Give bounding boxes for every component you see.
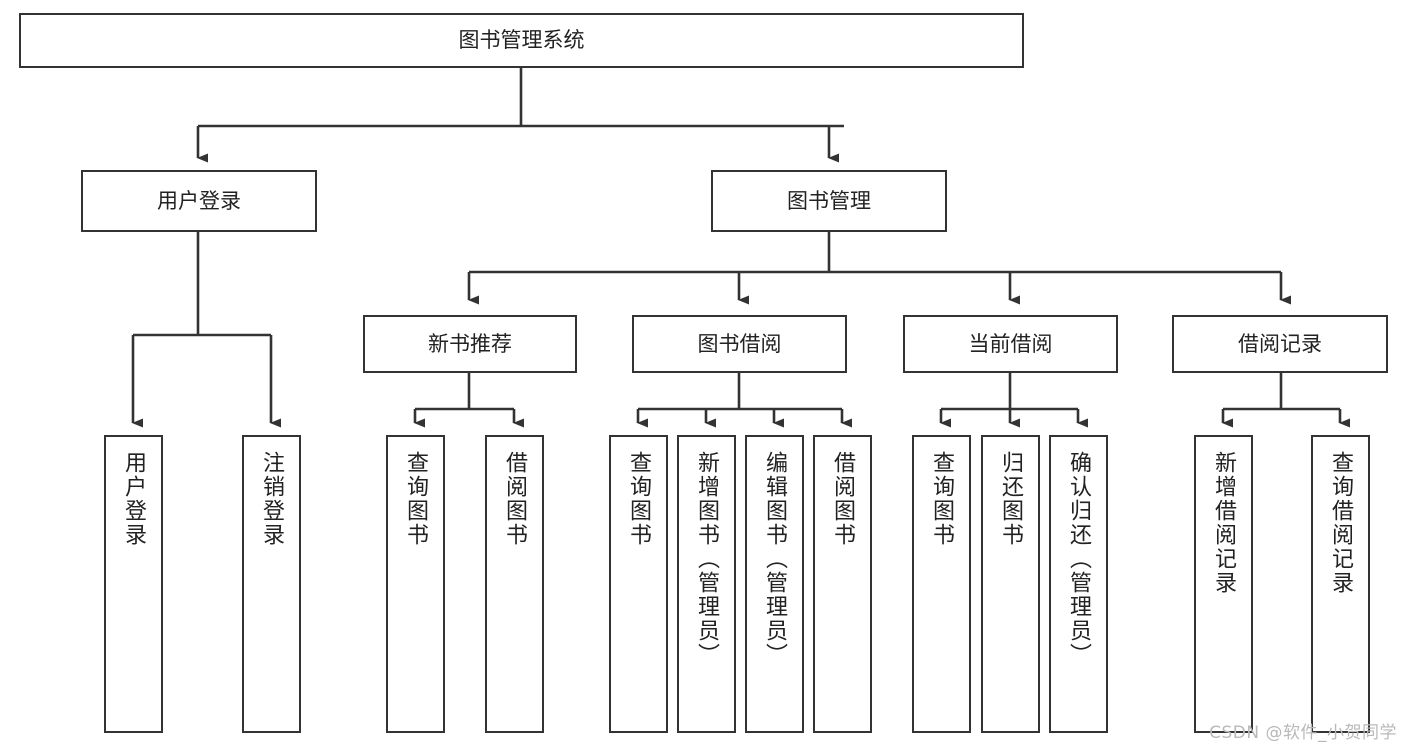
- leaf-current-borrow-query[interactable]: 查询图书: [912, 435, 971, 733]
- leaf-user-login-signout[interactable]: 注销登录: [242, 435, 301, 733]
- node-label: 借阅图书: [830, 451, 856, 547]
- node-label: 借阅记录: [1238, 331, 1322, 356]
- leaf-borrow-record-query[interactable]: 查询借阅记录: [1311, 435, 1370, 733]
- node-label: 用户登录: [157, 188, 241, 213]
- node-label: 查询图书: [626, 451, 652, 547]
- node-label: 新增借阅记录: [1211, 451, 1237, 595]
- node-book-manage[interactable]: 图书管理: [711, 170, 947, 232]
- node-label: 图书管理系统: [458, 28, 585, 53]
- leaf-book-borrow-edit[interactable]: 编辑图书（管理员）: [745, 435, 804, 733]
- node-label: 注销登录: [259, 451, 285, 547]
- node-label: 编辑图书（管理员）: [762, 451, 788, 667]
- node-label: 查询借阅记录: [1328, 451, 1354, 595]
- node-label: 图书借阅: [697, 331, 782, 356]
- node-root-system[interactable]: 图书管理系统: [19, 13, 1024, 68]
- leaf-book-borrow-add[interactable]: 新增图书（管理员）: [677, 435, 736, 733]
- node-borrow-record[interactable]: 借阅记录: [1172, 315, 1388, 373]
- node-current-borrow[interactable]: 当前借阅: [903, 315, 1118, 373]
- node-label: 借阅图书: [502, 451, 528, 547]
- node-new-book-recommend[interactable]: 新书推荐: [363, 315, 577, 373]
- node-label: 新书推荐: [428, 331, 512, 356]
- node-user-login[interactable]: 用户登录: [81, 170, 317, 232]
- leaf-book-borrow-query[interactable]: 查询图书: [609, 435, 668, 733]
- node-label: 图书管理: [787, 188, 871, 213]
- leaf-current-borrow-confirm[interactable]: 确认归还（管理员）: [1049, 435, 1108, 733]
- node-label: 查询图书: [403, 451, 429, 547]
- node-label: 用户登录: [121, 451, 147, 547]
- leaf-user-login-signin[interactable]: 用户登录: [104, 435, 163, 733]
- leaf-current-borrow-return[interactable]: 归还图书: [981, 435, 1040, 733]
- leaf-borrow-record-add[interactable]: 新增借阅记录: [1194, 435, 1253, 733]
- leaf-book-borrow-borrow[interactable]: 借阅图书: [813, 435, 872, 733]
- node-label: 当前借阅: [968, 331, 1053, 356]
- leaf-new-book-borrow[interactable]: 借阅图书: [485, 435, 544, 733]
- leaf-new-book-query[interactable]: 查询图书: [386, 435, 445, 733]
- node-label: 确认归还（管理员）: [1066, 451, 1092, 667]
- node-label: 归还图书: [998, 451, 1024, 547]
- node-label: 查询图书: [929, 451, 955, 547]
- node-book-borrow[interactable]: 图书借阅: [632, 315, 847, 373]
- node-label: 新增图书（管理员）: [694, 451, 720, 667]
